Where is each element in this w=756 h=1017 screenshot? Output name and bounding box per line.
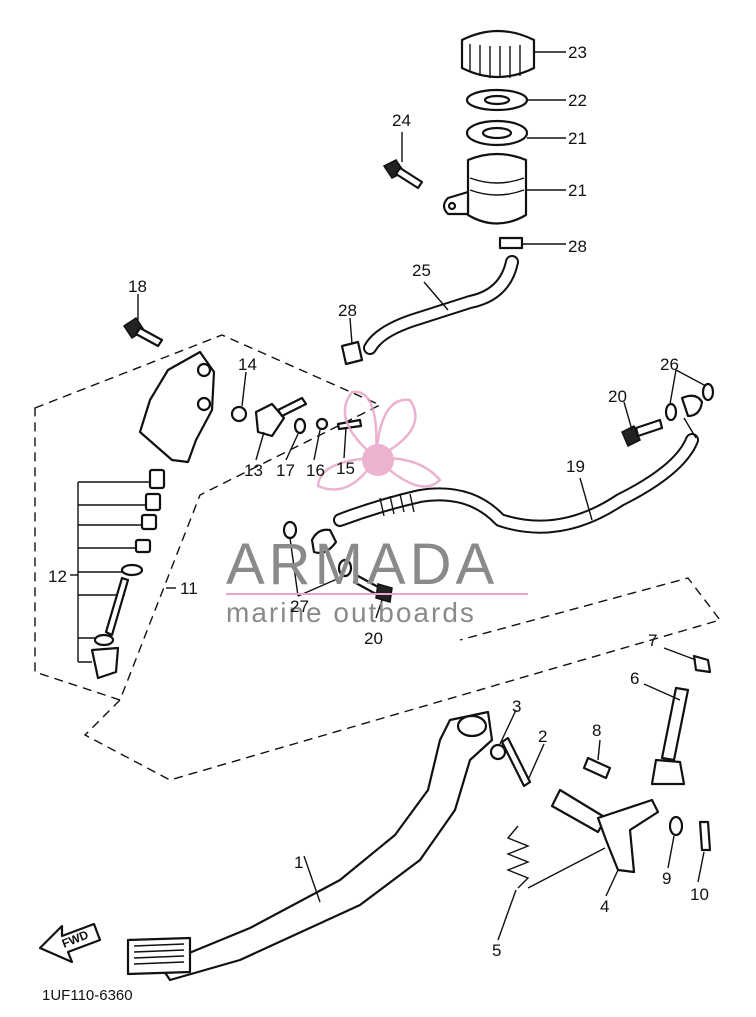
callout-2: 2 (538, 727, 547, 746)
part-24-diaphragm (465, 88, 529, 112)
part-6-pushrod (650, 686, 690, 786)
master-cylinder-body (138, 350, 216, 464)
callout-15: 15 (336, 459, 355, 478)
part-10-stud (698, 820, 712, 852)
part-12-piston-kit (77, 468, 166, 680)
callout-3: 3 (512, 697, 521, 716)
callout-12: 12 (48, 567, 67, 586)
part-8-pin (582, 756, 612, 780)
armada-watermark: ARMADA marine outboards (226, 390, 528, 628)
callout-21-upper: 26 (660, 355, 679, 374)
part-19-brake-hose (310, 394, 704, 554)
part-20-union-bolt-upper (621, 418, 664, 448)
fwd-arrow: FWD (38, 922, 102, 964)
part-13-pushrod-bracket (254, 396, 308, 438)
callout-27: 25 (412, 261, 431, 280)
assembly-boundary-dashed (34, 334, 382, 701)
part-2-bolt (500, 736, 532, 788)
callout-23: 21 (568, 129, 587, 148)
part-16-nut (315, 417, 329, 431)
callout-9: 9 (662, 869, 671, 888)
callout-6: 6 (630, 669, 639, 688)
callout-18: 18 (128, 277, 147, 296)
part-21-washer-lower-2 (337, 558, 353, 578)
callout-28-lower: 28 (338, 301, 357, 320)
callout-25: 23 (568, 43, 587, 62)
lever-linkage-dashed (83, 577, 722, 781)
callout-10: 10 (690, 885, 709, 904)
watermark-brand: ARMADA (226, 532, 498, 597)
callout-8: 8 (592, 721, 601, 740)
callout-16: 16 (306, 461, 325, 480)
callout-26: 24 (392, 111, 411, 130)
callout-4: 4 (600, 897, 609, 916)
part-23-diaphragm-plate (465, 119, 529, 147)
part-21-washer-upper (664, 402, 678, 422)
part-26-screw (382, 159, 424, 190)
callout-7: 7 (648, 631, 657, 650)
watermark-tagline: marine outboards (226, 597, 476, 628)
callout-19: 19 (566, 457, 585, 476)
part-4-pedal-shaft (550, 788, 660, 874)
part-22-reservoir-tank (442, 152, 528, 225)
part-28-hose-clip-lower (340, 340, 364, 366)
part-1-brake-pedal (126, 710, 494, 982)
part-25-reservoir-cap (460, 30, 536, 78)
part-14-washer (230, 405, 248, 423)
callout-labels: 23 22 21 24 21 28 25 18 28 14 26 20 13 1… (48, 43, 709, 960)
part-21-washer-upper-2 (701, 382, 715, 402)
part-15-pin (336, 418, 363, 431)
part-27-reservoir-hose (363, 255, 519, 355)
part-28-hose-clip-upper (498, 236, 524, 250)
callout-24: 22 (568, 91, 587, 110)
callout-17: 17 (276, 461, 295, 480)
leader-lines (70, 51, 707, 941)
callout-28-upper: 28 (568, 237, 587, 256)
part-3-nut (489, 743, 507, 761)
callout-5: 5 (492, 941, 501, 960)
part-17-washer (293, 417, 307, 435)
part-9-nut (668, 815, 684, 837)
part-5-return-spring (506, 825, 530, 889)
callout-21-lower: 27 (290, 597, 309, 616)
callout-20-lower: 20 (364, 629, 383, 648)
drawing-code: 1UF110-6360 (42, 987, 133, 1004)
callout-14: 14 (238, 355, 257, 374)
callout-11: 11 (180, 579, 198, 598)
callout-1: 1 (294, 853, 303, 872)
part-18-bolt (122, 316, 164, 348)
callout-13: 13 (244, 461, 263, 480)
callout-22: 21 (568, 181, 587, 200)
callout-20-upper: 20 (608, 387, 627, 406)
armada-propeller-logo (316, 390, 442, 491)
part-7-nut (692, 654, 712, 674)
